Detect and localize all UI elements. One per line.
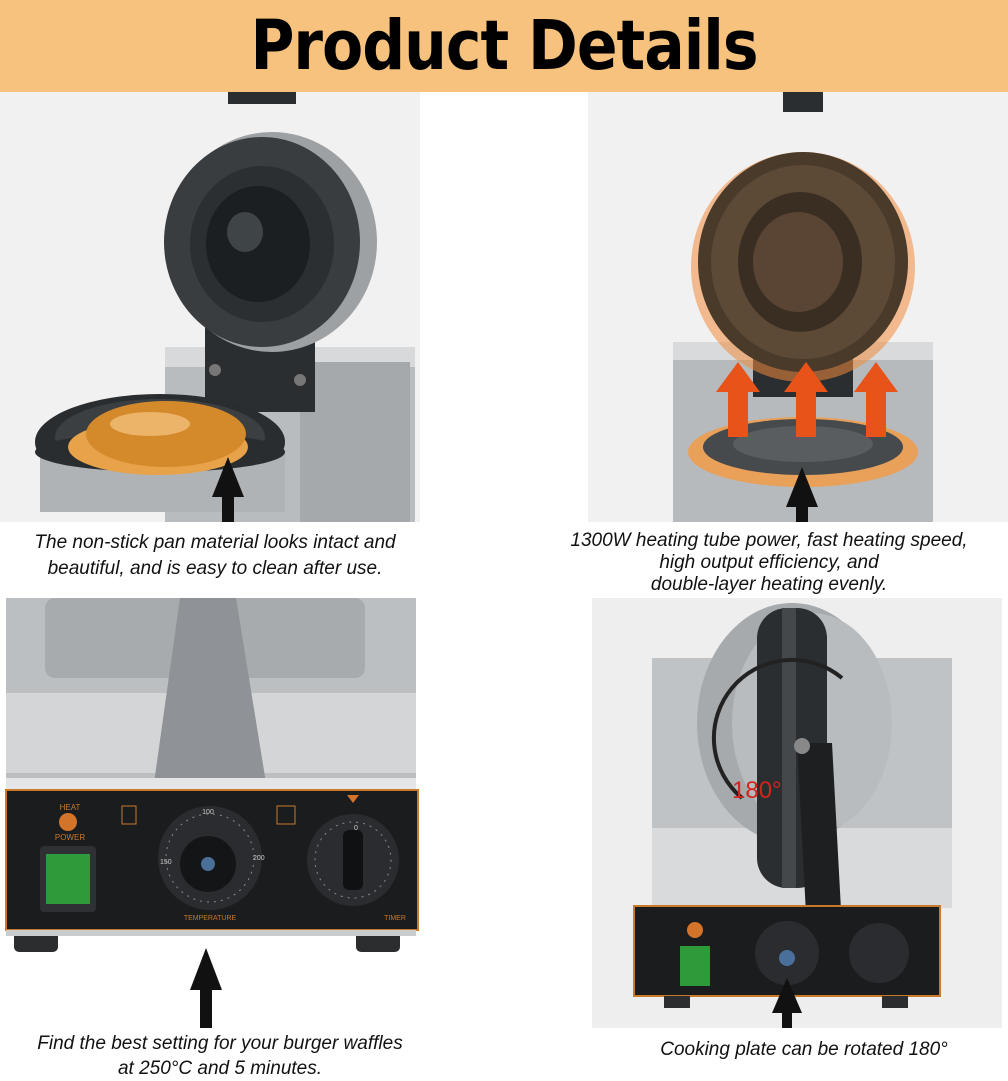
caption-line: Find the best setting for your burger wa… (37, 1033, 403, 1054)
dial-150: 150 (160, 859, 172, 866)
dial-100: 100 (202, 809, 214, 816)
heating-illustration (588, 92, 1008, 522)
caption-line: high output efficiency, and (659, 552, 879, 573)
caption-control: Find the best setting for your burger wa… (0, 1031, 440, 1081)
heat-label: HEAT (60, 803, 81, 812)
caption-open-pan: The non-stick pan material looks intact … (0, 530, 430, 582)
panel-control: HEAT POWER 100 200 150 TEMPERATURE 0 TIM… (0, 598, 420, 1028)
caption-line: 1300W heating tube power, fast heating s… (570, 530, 968, 551)
panel-rotation: 180° (592, 598, 1002, 1028)
control-panel-illustration: HEAT POWER 100 200 150 TEMPERATURE 0 TIM… (0, 598, 420, 1028)
caption-line: double-layer heating evenly. (650, 574, 888, 595)
caption-line: beautiful, and is easy to clean after us… (47, 558, 383, 579)
power-label: POWER (55, 833, 85, 842)
caption-line: The non-stick pan material looks intact … (34, 532, 396, 553)
caption-line: at 250°C and 5 minutes. (117, 1058, 323, 1079)
rotation-label: 180° (732, 777, 782, 804)
panel-heating (588, 92, 1008, 522)
rotation-illustration: 180° (592, 598, 1002, 1028)
caption-rotation: Cooking plate can be rotated 180° (600, 1037, 1008, 1063)
dial-0: 0 (354, 825, 358, 832)
timer-label: TIMER (384, 915, 406, 922)
panel-open-pan (0, 92, 420, 522)
open-pan-illustration (0, 92, 420, 522)
caption-line: Cooking plate can be rotated 180° (660, 1039, 948, 1060)
banner-title: Product Details (250, 5, 758, 87)
header-banner: Product Details (0, 0, 1008, 92)
temperature-label: TEMPERATURE (184, 915, 237, 922)
dial-200: 200 (253, 855, 265, 862)
caption-heating: 1300W heating tube power, fast heating s… (530, 530, 1008, 596)
